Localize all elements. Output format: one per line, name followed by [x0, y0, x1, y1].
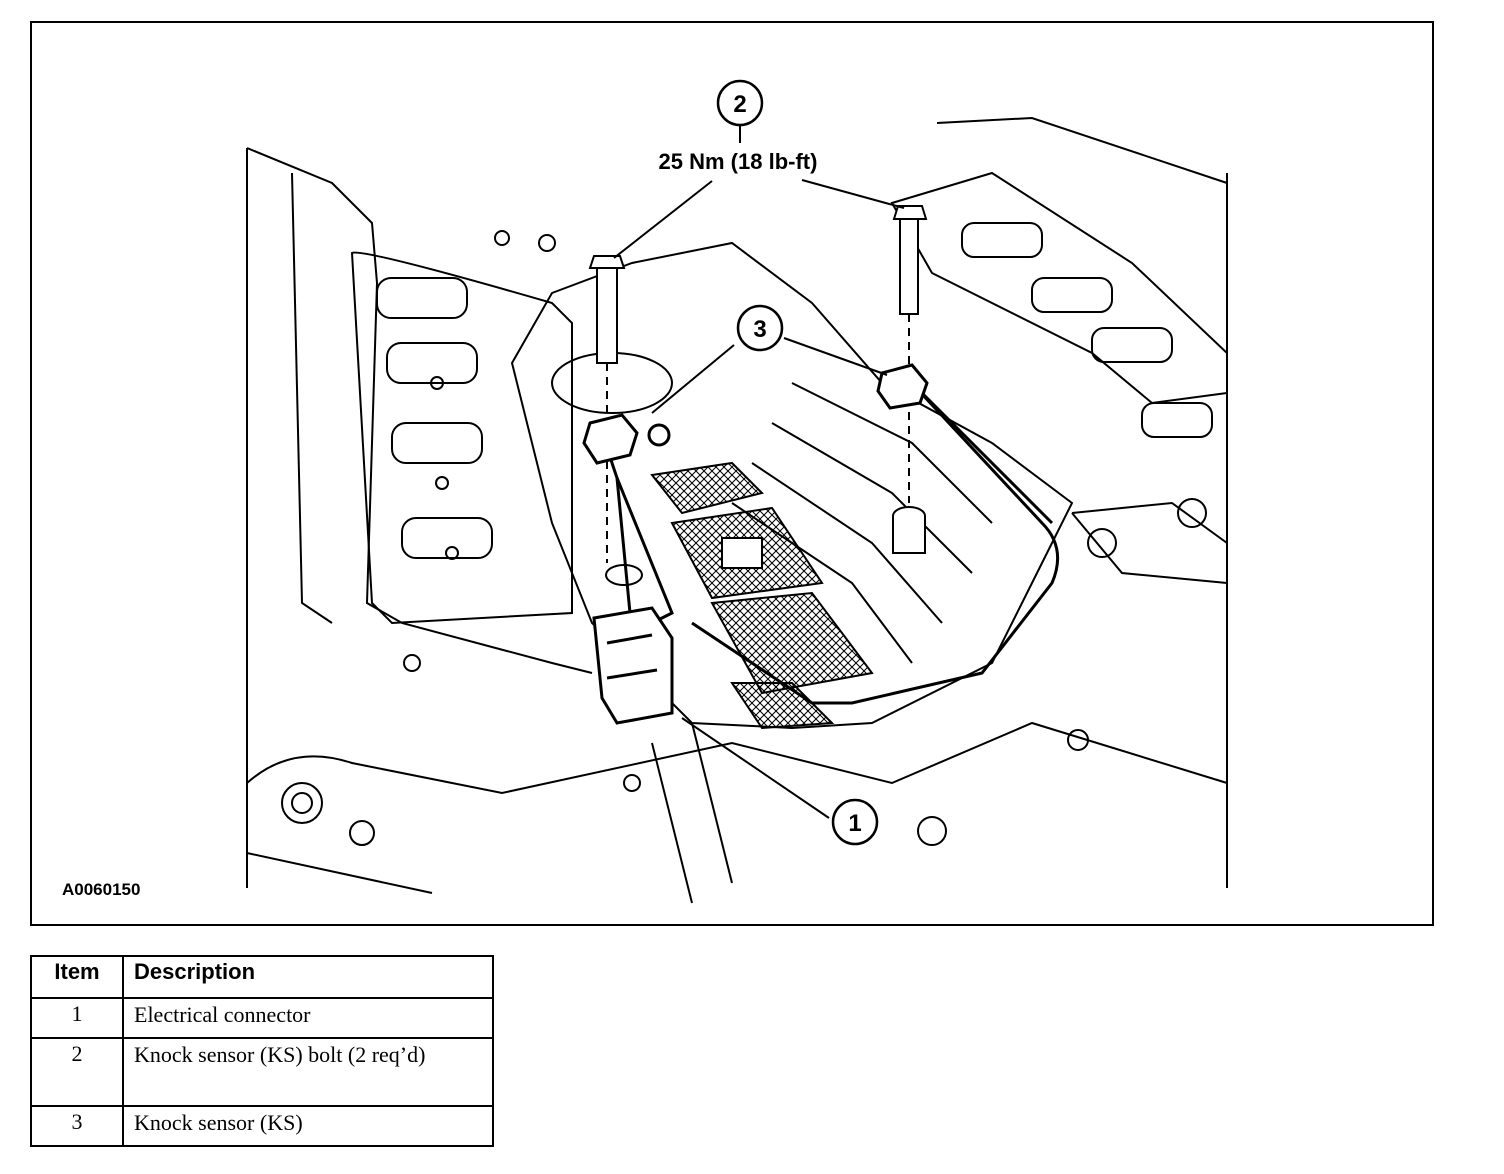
legend-item-number: 3	[30, 1105, 124, 1147]
legend-item-number: 2	[30, 1037, 124, 1107]
engine-illustration: 2 25 Nm (18 lb-ft) 3 1	[246, 79, 1228, 904]
svg-text:3: 3	[753, 316, 766, 343]
legend-item-description: Electrical connector	[122, 997, 494, 1039]
svg-text:2: 2	[733, 91, 746, 118]
knock-sensor-bolts	[588, 205, 928, 586]
callout-leaders	[613, 121, 905, 819]
legend-header-description: Description	[122, 955, 494, 999]
legend-table: Item Description 1 Electrical connector …	[30, 955, 494, 1147]
knock-sensor-bodies	[582, 363, 929, 465]
electrical-connector-body	[592, 606, 674, 725]
legend-item-number: 1	[30, 997, 124, 1039]
legend-header-item: Item	[30, 955, 124, 999]
legend-item-description: Knock sensor (KS)	[122, 1105, 494, 1147]
legend-row: 3 Knock sensor (KS)	[30, 1105, 494, 1147]
svg-text:1: 1	[848, 810, 861, 837]
figure-frame: 2 25 Nm (18 lb-ft) 3 1	[30, 21, 1434, 926]
knock-sensor-harness	[605, 376, 1060, 705]
legend-row: 1 Electrical connector	[30, 997, 494, 1039]
callout-3: 3	[736, 304, 784, 352]
torque-spec: 25 Nm (18 lb-ft)	[659, 149, 818, 174]
engine-block-drawing	[246, 116, 1228, 904]
callout-1: 1	[831, 798, 879, 846]
callout-2: 2	[716, 79, 764, 127]
figure-id: A0060150	[62, 880, 141, 899]
valley-baffle-mesh	[650, 461, 874, 730]
legend-item-description: Knock sensor (KS) bolt (2 req’d)	[122, 1037, 494, 1107]
legend-row: 2 Knock sensor (KS) bolt (2 req’d)	[30, 1037, 494, 1107]
legend-header-row: Item Description	[30, 955, 494, 999]
